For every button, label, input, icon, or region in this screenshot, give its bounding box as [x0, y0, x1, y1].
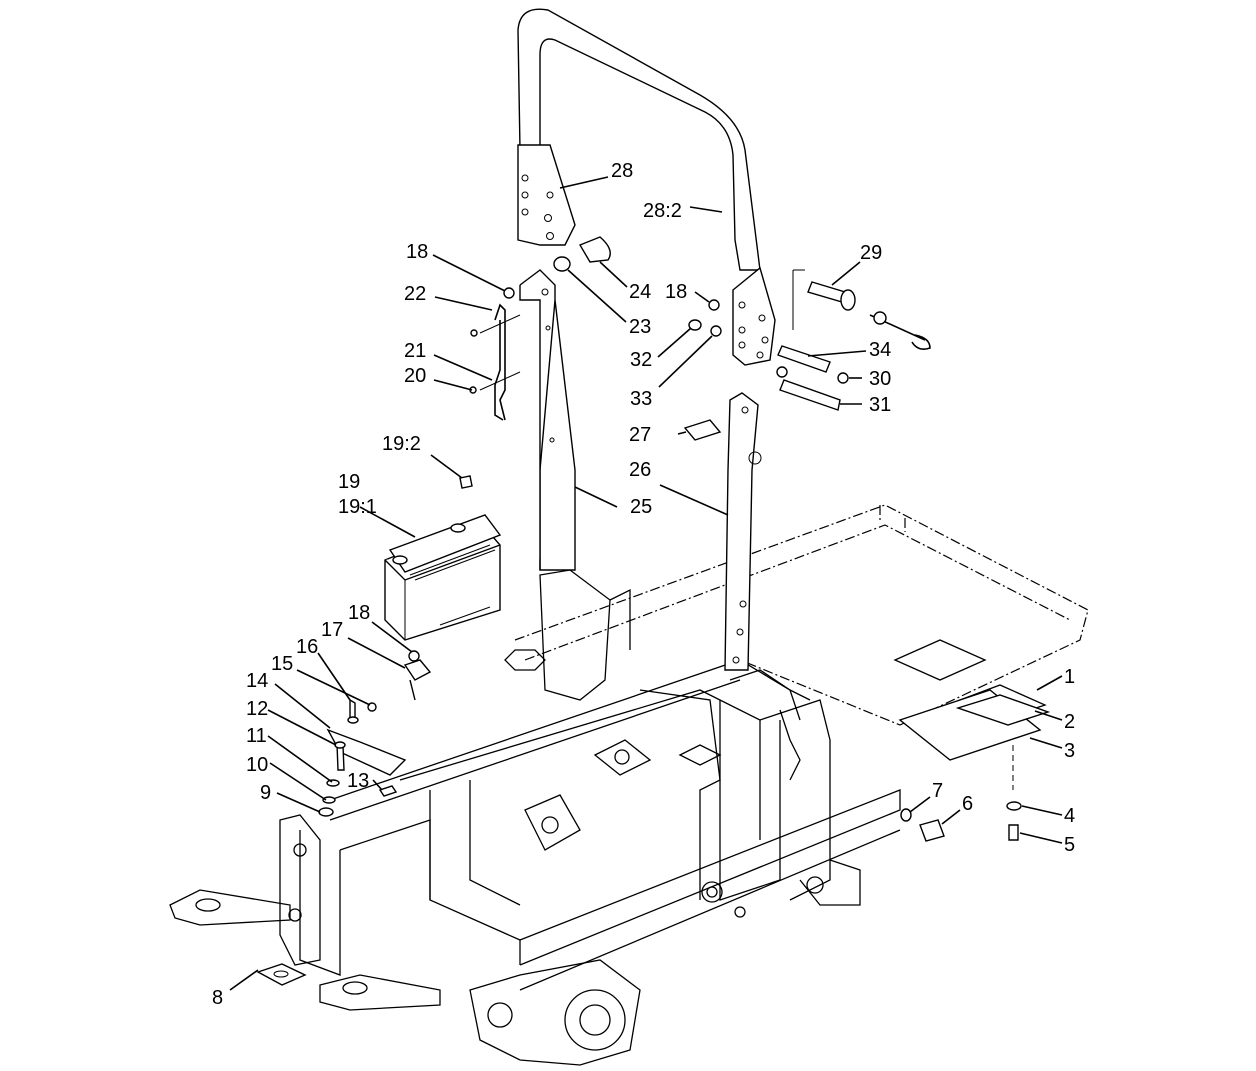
callout-19-1: 19:1	[338, 496, 377, 518]
nut-18-right	[708, 299, 720, 311]
callout-1: 1	[1064, 666, 1075, 688]
callout-15: 15	[271, 653, 293, 675]
washer-7	[900, 808, 912, 822]
callout-4: 4	[1064, 805, 1075, 827]
bolt-31	[779, 379, 841, 411]
nut-30	[776, 366, 849, 384]
callout-16: 16	[296, 636, 318, 658]
battery-19	[384, 514, 502, 641]
spacer-27	[683, 419, 722, 441]
plate-8	[256, 963, 307, 986]
screw-13	[378, 785, 398, 797]
callout-32: 32	[630, 349, 652, 371]
bracket-17	[403, 659, 432, 701]
callout-23: 23	[629, 316, 651, 338]
callout-5: 5	[1064, 834, 1075, 856]
gasket-2	[955, 694, 1051, 726]
washer-4	[1006, 801, 1022, 811]
leader-lines	[229, 176, 1063, 991]
callout-24: 24	[629, 281, 651, 303]
callout-10: 10	[246, 754, 268, 776]
callout-31: 31	[869, 394, 891, 416]
callout-18-battery: 18	[348, 602, 370, 624]
roll-bar-right-upright	[724, 392, 762, 671]
callout-18-top: 18	[406, 241, 428, 263]
pin-12	[334, 741, 346, 771]
bolt-6	[919, 819, 945, 842]
pin-34	[777, 345, 831, 373]
bolt-16	[347, 698, 359, 724]
callout-3: 3	[1064, 740, 1075, 762]
callout-13: 13	[347, 770, 369, 792]
callout-20: 20	[404, 365, 426, 387]
callout-18-right: 18	[665, 281, 687, 303]
nut-18-battery	[408, 650, 420, 662]
callout-26: 26	[629, 459, 651, 481]
roll-bar-left-upright	[519, 269, 576, 571]
callout-14: 14	[246, 670, 268, 692]
chassis-frame	[169, 504, 1089, 1066]
bushing-23	[553, 256, 571, 272]
callouts: 1 2 3 4 5 6 7 8 9 10 11 12 13 14 15 16 1…	[212, 160, 1075, 1009]
callout-6: 6	[962, 793, 973, 815]
washer-33	[710, 325, 722, 337]
callout-19: 19	[338, 471, 360, 493]
callout-29: 29	[860, 242, 882, 264]
callout-30: 30	[869, 368, 891, 390]
callout-11: 11	[246, 725, 267, 747]
bushing-32	[688, 319, 702, 331]
latch-rod-22	[469, 303, 521, 421]
washer-11	[326, 779, 340, 787]
callout-28: 28	[611, 160, 633, 182]
callout-12: 12	[246, 698, 268, 720]
washer-10	[322, 796, 336, 804]
knob-24	[578, 236, 611, 263]
callout-8: 8	[212, 987, 223, 1009]
callout-28-2: 28:2	[643, 200, 682, 222]
callout-2: 2	[1064, 711, 1075, 733]
roll-bar-upper	[517, 8, 776, 366]
pin-29	[792, 269, 931, 350]
callout-19-2: 19:2	[382, 433, 421, 455]
callout-33: 33	[630, 388, 652, 410]
nut-18-top	[503, 287, 515, 299]
screw-5	[1008, 824, 1019, 841]
callout-34: 34	[869, 339, 891, 361]
callout-17: 17	[321, 619, 343, 641]
label-19-2	[459, 475, 473, 489]
callout-27: 27	[629, 424, 651, 446]
callout-21: 21	[404, 340, 426, 362]
callout-9: 9	[260, 782, 271, 804]
callout-7: 7	[932, 780, 943, 802]
callout-25: 25	[630, 496, 652, 518]
bushing-9	[318, 807, 334, 817]
callout-22: 22	[404, 283, 426, 305]
